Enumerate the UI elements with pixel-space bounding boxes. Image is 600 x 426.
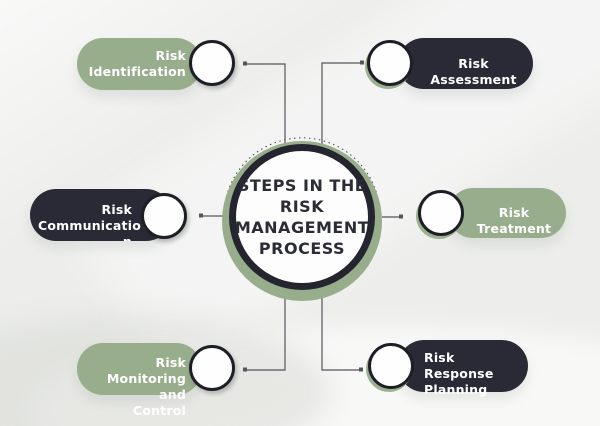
node-label-line: Risk Response [424,350,494,381]
node-label-line: Monitoring and [106,371,186,402]
title-line: PROCESS [258,239,346,258]
node-risk-treatment-circle[interactable] [418,190,464,236]
title-line: STEPS IN THE [237,176,367,195]
node-label-line: Identification [88,64,186,79]
node-label-line: Planning [424,382,488,397]
node-label-line: Risk Treatment [476,205,552,236]
node-risk-monitoring-and-control-circle[interactable] [189,345,235,391]
node-risk-treatment[interactable]: Risk Treatment [448,188,566,238]
title-line: MANAGEMENT [234,218,370,237]
node-risk-communication-circle[interactable] [141,193,187,239]
node-label-line: Risk [101,202,132,217]
node-risk-response-planning[interactable]: Risk Response Planning [398,340,528,397]
connector-bottom-left [246,292,286,371]
node-label-line: Risk [155,48,186,63]
connector-endpoint-dot [199,213,203,218]
connector-top-right [321,62,362,150]
center-node[interactable]: STEPS IN THE RISK MANAGEMENT PROCESS [229,144,375,290]
node-label-line: Risk [155,355,186,370]
node-label-line: Communicatio [38,218,141,233]
connector-endpoint-dot [360,60,364,65]
title-line: RISK [279,197,325,216]
node-risk-monitoring-and-control[interactable]: Risk Monitoring and Control [77,343,202,418]
diagram-title: STEPS IN THE RISK MANAGEMENT PROCESS [235,175,369,259]
node-risk-identification[interactable]: Risk Identification [77,38,202,90]
connector-top-left [246,63,286,150]
node-risk-assessment-circle[interactable] [367,40,413,86]
node-risk-identification-circle[interactable] [189,40,235,86]
node-risk-response-planning-circle[interactable] [368,343,414,389]
node-label-line: Control [132,403,186,418]
connector-endpoint-dot [399,214,403,219]
connector-endpoint-dot [243,367,247,372]
connector-endpoint-dot [359,367,363,372]
node-label-line: Risk Assessment [430,56,517,87]
node-risk-assessment[interactable]: Risk Assessment [398,38,533,89]
node-label-line: n [38,234,132,241]
connector-bottom-right [321,292,361,371]
connector-endpoint-dot [243,61,247,66]
